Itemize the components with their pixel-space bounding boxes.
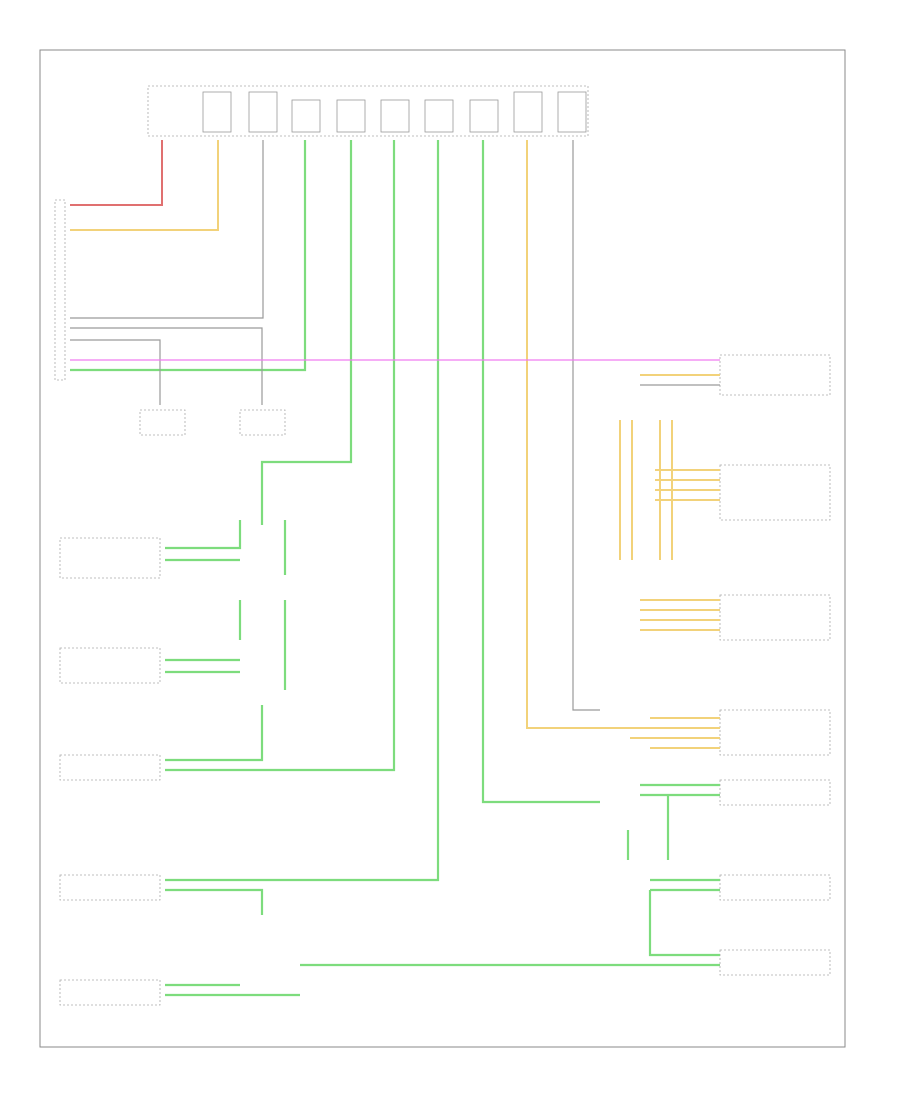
wire-tan — [70, 140, 264, 319]
can-wire-4 — [165, 140, 440, 882]
wire-red — [70, 140, 163, 206]
right-modules — [719, 354, 831, 976]
modules-mid — [139, 409, 286, 436]
can-wire-3 — [165, 140, 396, 772]
left-harness-connector — [54, 199, 66, 381]
diagram-frame — [39, 49, 846, 1048]
wire-gray-left-2 — [70, 339, 161, 405]
right-wiring — [619, 374, 720, 967]
wire-gray-left-1 — [70, 327, 263, 405]
can-left — [165, 520, 650, 997]
can-wire-5 — [481, 140, 600, 804]
can-wire-2 — [260, 140, 353, 525]
wire-yellow-1 — [70, 140, 219, 231]
wires — [70, 140, 720, 882]
can-wire-1 — [70, 140, 307, 372]
left-components — [59, 537, 161, 1006]
fuse-block — [147, 85, 589, 137]
fuse-row — [202, 91, 587, 133]
wire-yellow-2 — [526, 140, 630, 729]
wire-gray-right — [572, 140, 600, 711]
